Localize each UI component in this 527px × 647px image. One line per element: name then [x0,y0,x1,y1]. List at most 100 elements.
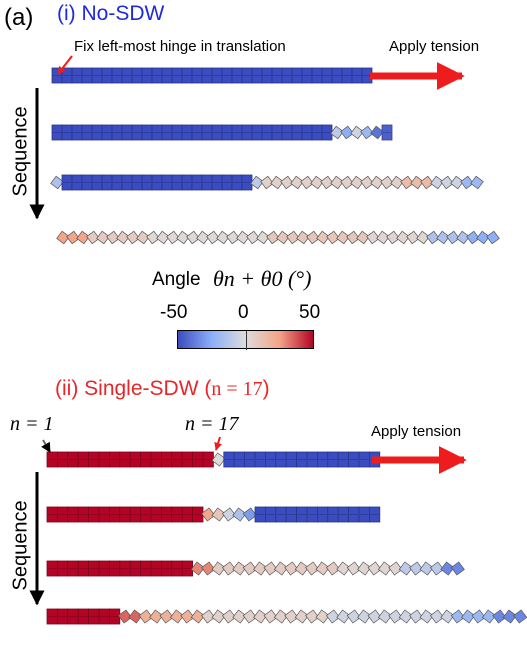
section2-row3-unit [294,561,309,576]
section2-row3-unit [109,560,121,577]
section1-row1-unit [221,67,233,84]
section2-row1-unit [327,451,339,468]
section2-row4-unit [190,609,205,624]
section2-row2-unit [316,506,329,523]
section2-row4-unit [149,609,164,624]
section2-row2-unit [119,506,131,523]
section1-row2-unit [360,125,374,140]
section2-row2-unit [88,506,100,523]
section2-row2-unit [337,506,350,523]
section1-row1-unit [351,67,363,84]
section2-title-math: n = 17 [211,378,263,400]
section2-row3-unit [88,560,100,577]
section1-row3-unit [101,174,113,191]
section2-row1-unit [244,451,256,468]
section1-row4-unit [116,230,130,245]
section2-row3-unit [57,560,69,577]
section2-row4-unit [315,609,330,624]
section1-row2-unit [61,124,73,141]
sequence-label-2: Sequence [9,500,32,591]
section2-row4-unit [180,609,195,624]
section1-row4-unit [146,230,160,245]
section1-row2-unit [340,125,354,140]
section1-row2-unit [261,124,273,141]
section2-row4-unit [377,609,393,624]
section1-row4-unit [366,230,380,245]
section2-row2-unit [192,506,204,523]
section1-row4-unit [206,230,220,245]
section1-row4-unit [406,230,420,245]
tension-label-1: Apply tension [389,38,480,55]
section1-row3-unit [340,175,354,190]
section1-row3-unit [191,174,203,191]
section2-row2-unit [77,506,89,523]
section2-row4-unit [294,609,309,624]
section1-row1-unit [141,67,153,84]
section2-row1-unit [202,451,214,468]
section1-row3-unit [270,175,284,190]
section1-row2-unit [81,124,93,141]
section2-row4-unit [67,608,79,625]
section1-row1-unit [61,67,73,84]
colorbar [177,330,314,350]
section2-row4-unit [336,609,351,624]
fix-hinge-note: Fix left-most hinge in translation [74,38,286,55]
section2-row2-unit [211,507,226,522]
section1-row2-unit [71,124,83,141]
section1-row4-unit [266,230,280,245]
n1-label: n = 1 [10,413,54,435]
section1-row4-unit [66,230,80,245]
section2-row4-unit [367,609,382,624]
section1-row4-unit [276,230,290,245]
section1-row1-unit [321,67,333,84]
section2-row3-unit [429,561,445,576]
section1-row2-unit [131,124,143,141]
section1-row4-unit [166,230,180,245]
section1-row2-unit [291,124,303,141]
section1-row4-unit [186,230,200,245]
section1-row4-unit [286,230,300,245]
section2-row3-unit [150,560,162,577]
section1-row3-unit [221,174,233,191]
section2-row1-unit [316,451,329,468]
section2-row3-unit [232,561,247,576]
section1-row3-unit [260,175,274,190]
section2-row4-unit [57,608,69,625]
section2-row2-unit [140,506,152,523]
section1-row1-unit [271,67,283,84]
colorbar-mid-label: 0 [238,302,249,323]
section2-row1-unit [348,451,360,468]
section2-row4-unit [513,609,527,624]
section2-row3-unit [201,561,216,576]
section2-row1-unit [129,451,141,468]
section2-row1-unit [211,452,226,467]
section1-title: (i) No-SDW [57,2,165,25]
section2-row4-unit [159,609,174,624]
section2-row4-unit [388,609,403,624]
section1-row4-unit [196,230,210,245]
section2-row4-unit [429,609,445,624]
section2-row3-unit [263,561,278,576]
section1-row3-unit [380,175,394,190]
section1-row4-unit [296,230,310,245]
section1-row2-unit [370,125,384,140]
section2-row4-unit [128,609,143,624]
section2-row3-unit [450,561,465,576]
section2-row4-unit [201,609,216,624]
section2-row3-unit [140,560,152,577]
section2-row3-unit [409,561,424,576]
section2-row2-unit [129,506,141,523]
section1-row4-unit [416,230,430,245]
section2-row1-unit [109,451,121,468]
section2-row2-unit [201,507,216,522]
colorbar-zero-tick [246,331,247,350]
section2-row1-unit [275,451,287,468]
section2-row1-unit [181,451,193,468]
section1-row3-unit [111,174,123,191]
section2-row4-unit [346,609,361,624]
section2-row3-unit [160,560,173,577]
section2-row1-unit [171,451,183,468]
section1-row4-unit [426,230,440,245]
section1-row3-unit [151,174,163,191]
